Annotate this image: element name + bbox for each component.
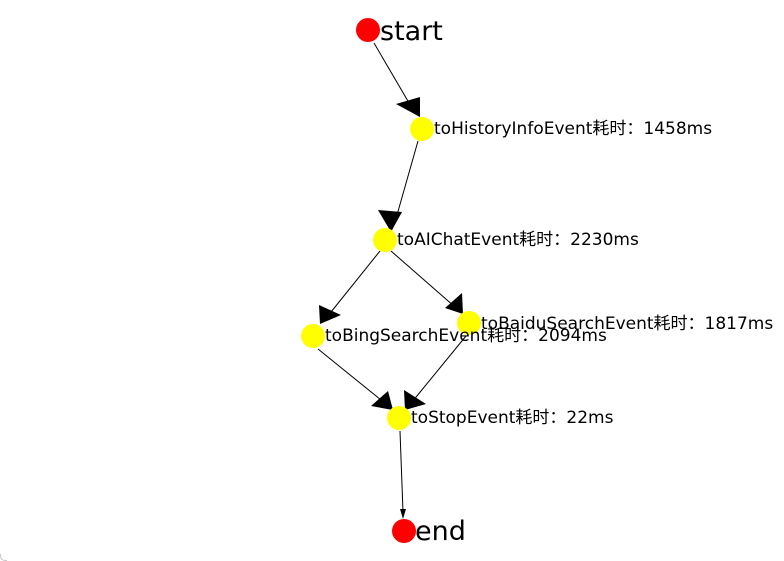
start-node	[356, 18, 380, 42]
edge-start-to-history	[373, 42, 420, 117]
edge-bing-to-stop	[317, 348, 393, 410]
edge-baidu-to-stop	[404, 335, 467, 410]
history-event-label: toHistoryInfoEvent耗时：1458ms	[434, 119, 712, 139]
end-node	[392, 519, 416, 543]
baidu-search-event-node	[457, 311, 481, 335]
aichat-event-node	[373, 228, 397, 252]
stop-event-node	[387, 406, 411, 430]
edge-aichat-to-baidu	[390, 250, 463, 314]
bing-search-event-node	[301, 324, 325, 348]
edge-stop-to-end	[399, 430, 406, 519]
stop-event-label: toStopEvent耗时：22ms	[411, 408, 614, 428]
history-event-node	[410, 117, 434, 141]
edge-history-to-aichat	[378, 140, 419, 232]
start-label: start	[380, 16, 443, 47]
aichat-event-label: toAIChatEvent耗时：2230ms	[397, 230, 639, 250]
window-corner	[0, 554, 7, 561]
bing-search-event-label: toBingSearchEvent耗时：2094ms	[325, 326, 607, 346]
baidu-search-event-label: toBaiduSearchEvent耗时：1817ms	[481, 314, 773, 334]
end-label: end	[415, 516, 466, 547]
edge-aichat-to-bing	[319, 250, 381, 324]
